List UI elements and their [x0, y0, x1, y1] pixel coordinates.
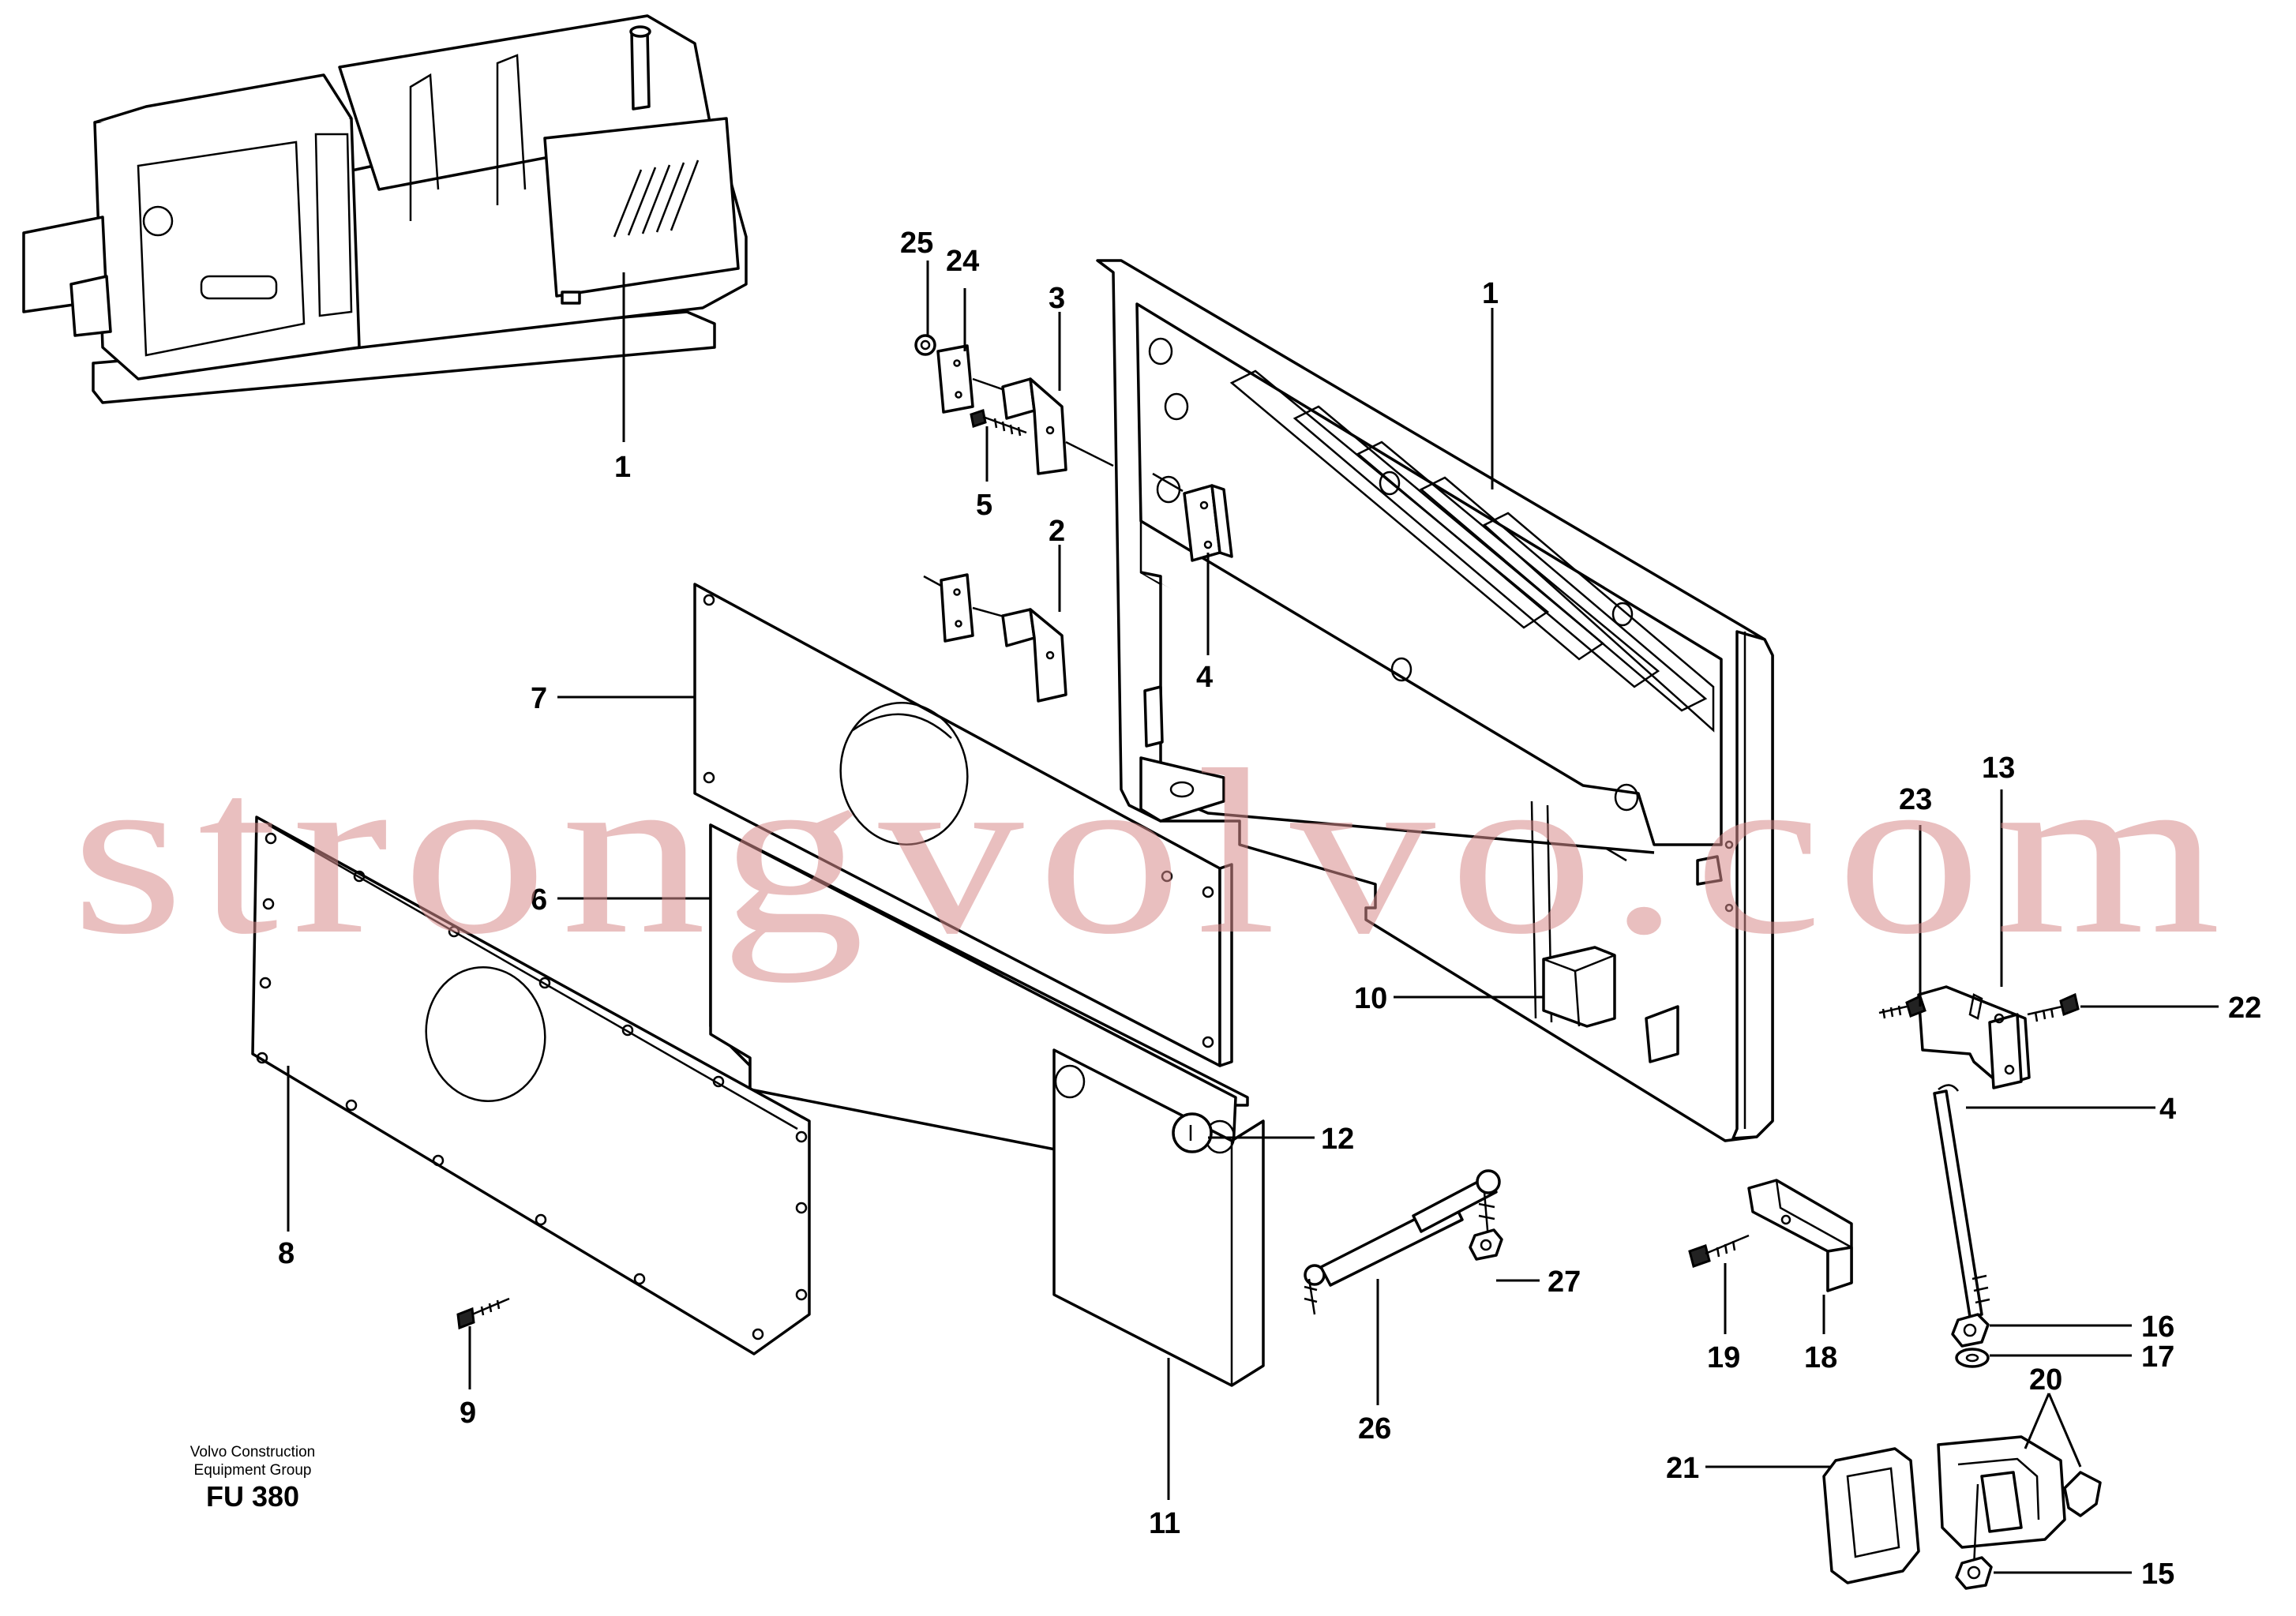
callout-27: 27 — [1548, 1265, 1581, 1299]
door-frame-assembly — [1096, 259, 1774, 1142]
callout-23: 23 — [1899, 783, 1932, 816]
panel-7 — [693, 583, 1233, 1067]
callout-25: 25 — [900, 227, 933, 260]
lock-13 — [1878, 985, 2080, 1089]
credit-line-1: Volvo Construction — [190, 1444, 315, 1460]
callout-26: 26 — [1358, 1412, 1391, 1445]
callout-11: 11 — [1149, 1507, 1180, 1540]
watermark-text: strongvolvo.com — [71, 721, 2234, 984]
credit-block: Volvo Construction Equipment Group FU 38… — [190, 1444, 315, 1513]
excavator-thumbnail — [22, 14, 748, 442]
callout-19: 19 — [1707, 1341, 1740, 1374]
callout-5: 5 — [976, 489, 992, 522]
gas-strut — [1304, 1169, 1503, 1315]
callout-8: 8 — [278, 1237, 295, 1270]
callout-16: 16 — [2141, 1310, 2174, 1344]
gasket-21 — [1822, 1447, 1920, 1584]
callout-13: 13 — [1982, 752, 2015, 785]
leader-lines — [287, 261, 2219, 1574]
hinge-set-upper — [914, 334, 1114, 475]
callout-17: 17 — [2141, 1340, 2174, 1374]
hinge-on-frame — [1152, 472, 1233, 562]
callout-4-rod: 4 — [2159, 1093, 2176, 1126]
callout-20: 20 — [2029, 1363, 2062, 1397]
callout-12: 12 — [1321, 1123, 1354, 1156]
callout-1-thumbnail: 1 — [614, 451, 631, 484]
callout-4-frame: 4 — [1196, 661, 1213, 694]
panel-11 — [1052, 1048, 1265, 1387]
panel-8 — [251, 815, 811, 1355]
callout-21: 21 — [1666, 1452, 1699, 1485]
washer-17 — [1955, 1348, 1990, 1368]
callout-9: 9 — [460, 1397, 476, 1430]
nut-16 — [1951, 1313, 1990, 1348]
callout-labels: 1 1 2 3 4 4 5 6 7 8 9 10 11 12 13 15 16 … — [278, 227, 2261, 1591]
callout-18: 18 — [1804, 1341, 1837, 1374]
callout-15: 15 — [2141, 1558, 2174, 1591]
nut-15 — [1955, 1556, 1993, 1590]
figure-code: FU 380 — [206, 1480, 299, 1513]
callout-6: 6 — [531, 883, 547, 917]
screw-9 — [456, 1297, 510, 1330]
callout-10: 10 — [1354, 982, 1387, 1015]
hinge-set-lower — [923, 573, 1067, 703]
bracket-18 — [1688, 1179, 1853, 1292]
credit-line-2: Equipment Group — [194, 1462, 312, 1479]
callout-1: 1 — [1482, 277, 1499, 310]
callout-2: 2 — [1049, 515, 1065, 548]
handle-20 — [1937, 1435, 2102, 1568]
rod-14 — [1933, 1084, 1990, 1318]
callout-7: 7 — [531, 682, 547, 715]
callout-24: 24 — [946, 245, 979, 278]
callout-3: 3 — [1049, 282, 1065, 315]
callout-22: 22 — [2228, 992, 2261, 1025]
